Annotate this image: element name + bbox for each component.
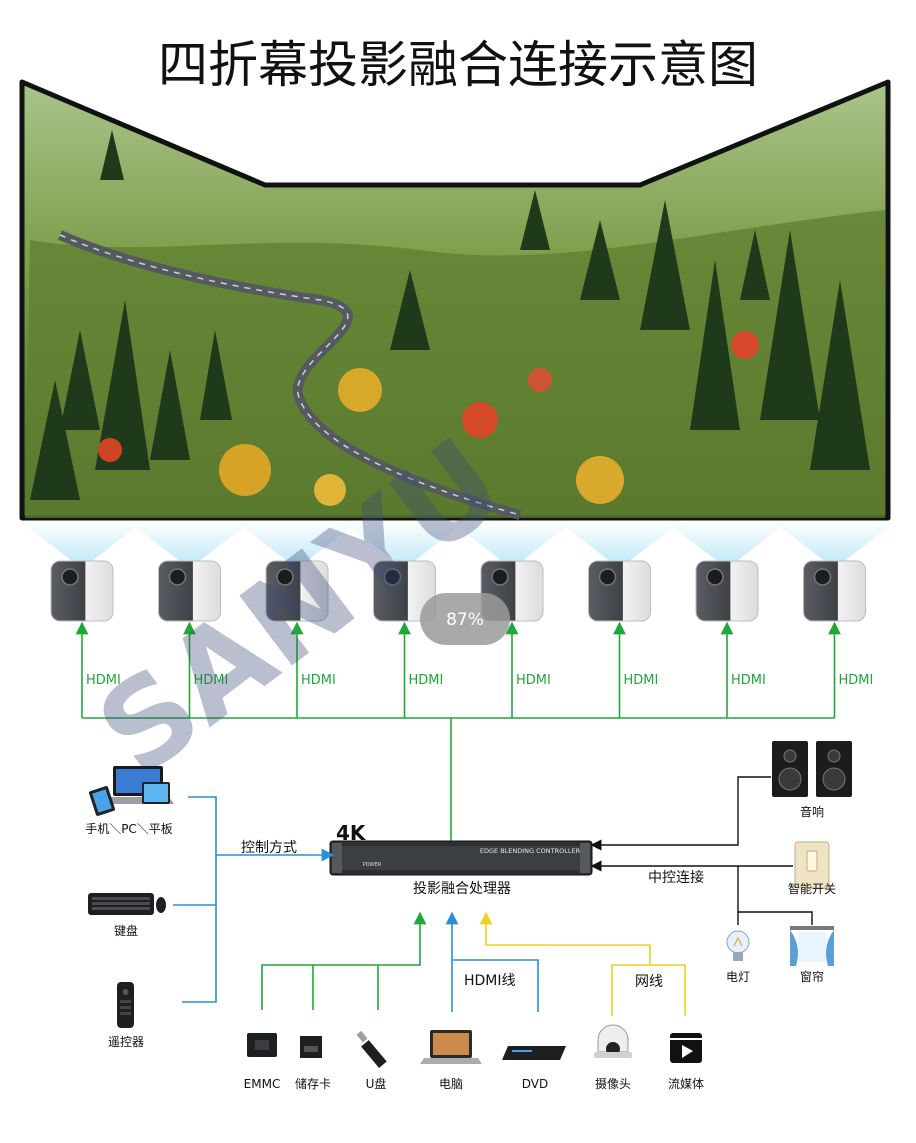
road-markings [59,234,521,516]
projector-beam [557,521,682,561]
hdmi-cable-label: HDMI线 [464,973,516,989]
projector-lens [276,568,294,586]
page-title: 四折幕投影融合连接示意图 [158,36,758,94]
central-device-label-2: 电灯 [726,970,750,984]
central-control-label: 中控连接 [648,869,704,886]
hdmi-output-wiring: HDMI HDMI HDMI HDMI HDMI HDMI HDMI HDMI [75,621,874,841]
projector-lens [598,568,617,586]
central-device-label-1: 智能开关 [788,881,836,896]
zoom-badge[interactable]: 87% [420,593,510,645]
projector [265,560,329,622]
input-wiring-blue [445,911,539,1012]
projector [588,560,651,622]
input-device-label-2: U盘 [366,1076,387,1091]
hdmi-label: HDMI [624,673,659,688]
zoom-level: 87% [446,610,484,630]
folded-screen [19,79,891,521]
input-device-usb-drive [356,1030,387,1068]
projector-lens [383,568,402,586]
input-device-label-5: 摄像头 [595,1076,631,1091]
input-wiring-green [261,911,427,1010]
hdmi-label: HDMI [194,673,229,688]
hdmi-label: HDMI [409,673,444,688]
hdmi-label: HDMI [516,673,551,688]
projector-lens [168,568,187,586]
central-device-curtain [790,926,834,966]
projector [803,560,866,622]
input-device-camera [594,1024,632,1058]
input-wiring-yellow [479,911,686,1016]
input-device-dvd [502,1046,566,1060]
projector-beam [665,521,789,561]
blending-processor: 4K EDGE BLENDING CONTROLLER POWER 投影融合处理… [329,821,593,897]
central-device-speakers [772,741,852,797]
input-device-emmc [247,1033,277,1057]
projector-beam [772,521,897,561]
control-device-keyboard [88,893,166,915]
central-device-label-0: 音响 [800,804,824,819]
projector-lens [706,568,724,586]
trees [30,130,870,500]
hdmi-label: HDMI [301,673,336,688]
hdmi-label: HDMI [731,673,766,688]
input-device-label-3: 电脑 [439,1077,463,1091]
projector-beam [450,521,574,561]
processor-panel-text: EDGE BLENDING CONTROLLER [480,847,581,855]
control-device-label-0: 手机＼PC＼平板 [85,822,173,836]
control-device-label-1: 键盘 [114,923,138,938]
projector-beam [235,521,359,561]
control-device-remote [117,982,134,1028]
projector [695,560,759,622]
input-device-label-1: 储存卡 [295,1076,331,1091]
projector-beam [127,521,252,561]
control-wiring [173,796,335,1003]
network-cable-label: 网线 [635,974,663,990]
projector [50,560,114,622]
projector [158,560,221,622]
central-device-smart-switch [794,841,830,889]
projector-row [50,560,866,622]
input-device-streaming [670,1033,702,1063]
input-device-label-4: DVD [522,1077,548,1091]
input-device-memory-card [300,1036,322,1058]
central-device-label-3: 窗帘 [800,969,824,984]
projector-beams [20,521,897,561]
processor-power-text: POWER [363,862,382,868]
control-method-label: 控制方式 [241,840,297,856]
projector-beam [342,521,467,561]
hdmi-label: HDMI [839,673,874,688]
projector [373,560,436,622]
input-device-label-6: 流媒体 [668,1077,704,1091]
control-device-label-2: 遥控器 [108,1035,144,1049]
input-device-label-0: EMMC [244,1077,281,1091]
processor-label: 投影融合处理器 [413,881,511,897]
central-device-lamp [726,930,750,961]
projector-lens [813,568,832,586]
input-device-laptop [420,1030,482,1064]
hdmi-label: HDMI [86,673,121,688]
central-control-wiring [590,776,813,925]
control-device-mobile-pc-tablet [88,766,174,816]
projector-lens [491,568,509,586]
projector-lens [61,568,79,586]
autumn-trees [98,331,759,506]
projector-beam [20,521,144,561]
